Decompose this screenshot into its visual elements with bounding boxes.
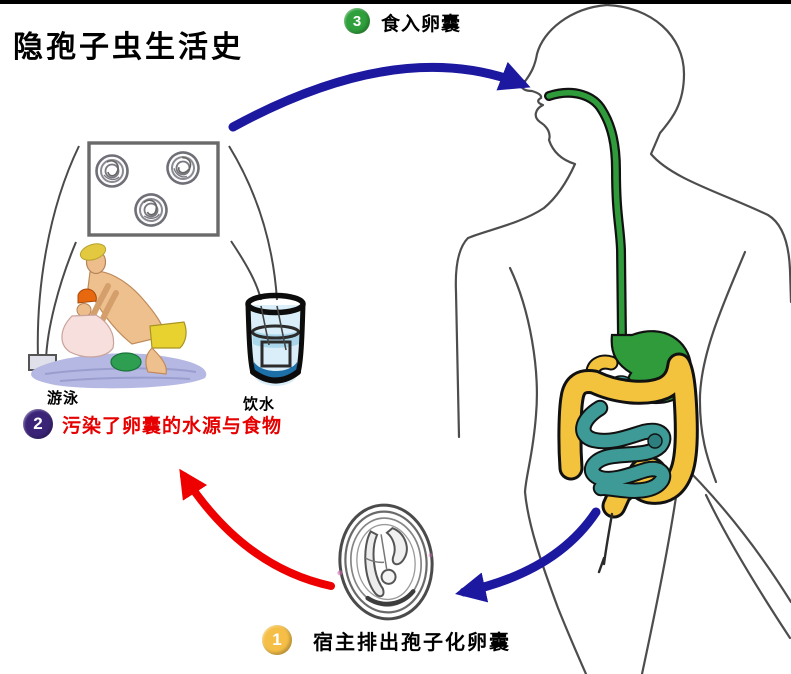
step3-badge: 3: [344, 8, 370, 34]
small-oocyst-icon: [95, 154, 129, 188]
blue-ingestion-arrow-icon: [228, 61, 531, 132]
drinking-water-label: 饮水: [243, 396, 276, 413]
blue-excretion-arrow-icon: [455, 507, 601, 603]
step2-badge: 2: [23, 409, 53, 439]
page-title: 隐孢子虫生活史: [13, 31, 244, 64]
large-oocyst-icon: [337, 503, 434, 621]
step3-number: 3: [352, 12, 362, 30]
connector-lines: [36, 145, 278, 361]
step3-label: 食入卵囊: [381, 14, 462, 35]
step1-badge: 1: [262, 625, 292, 655]
step2-number: 2: [33, 414, 43, 433]
step2-label: 污染了卵囊的水源与食物: [62, 416, 283, 437]
red-contamination-arrow-icon: [179, 468, 335, 590]
oocyst-box-icon: [87, 141, 220, 237]
swimming-scene-icon: [31, 243, 207, 389]
step1-label: 宿主排出孢子化卵囊: [313, 632, 511, 654]
swimming-label: 游泳: [47, 390, 80, 407]
step1-number: 1: [272, 630, 282, 649]
water-glass-icon: [245, 292, 306, 386]
top-border-line: [0, 0, 791, 4]
digestive-tract-icon: [544, 87, 699, 574]
